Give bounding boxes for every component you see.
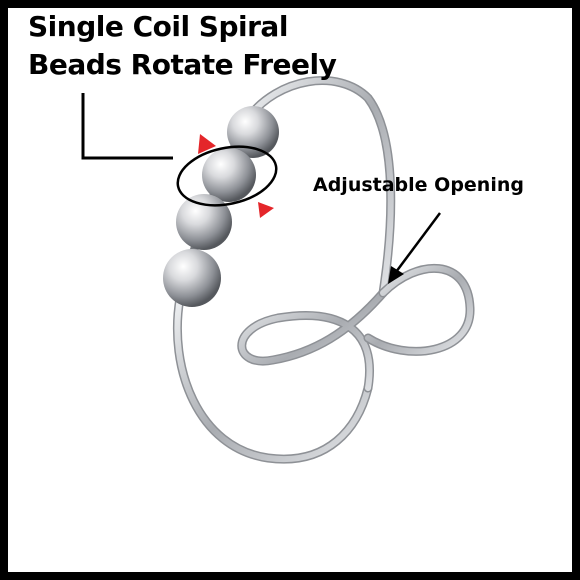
headline-leader-line	[81, 93, 173, 160]
headline-line-2: Beads Rotate Freely	[28, 48, 337, 81]
bead-1	[227, 106, 279, 158]
bead-3	[176, 194, 232, 250]
red-arrow-top-icon	[198, 134, 216, 154]
rotation-arrow-icon	[176, 145, 278, 207]
product-image-panel: Single Coil Spiral Beads Rotate Freely A…	[8, 8, 572, 572]
callout-arrow-icon	[388, 212, 442, 284]
bead-2	[202, 148, 256, 202]
headline-line-1: Single Coil Spiral	[28, 10, 288, 43]
ring-band	[172, 76, 475, 464]
bead-4	[163, 249, 221, 307]
red-arrow-bottom-icon	[258, 202, 274, 218]
adjustable-opening-label: Adjustable Opening	[313, 174, 524, 196]
beads	[163, 106, 279, 307]
spinner-ring-icon	[81, 76, 475, 464]
